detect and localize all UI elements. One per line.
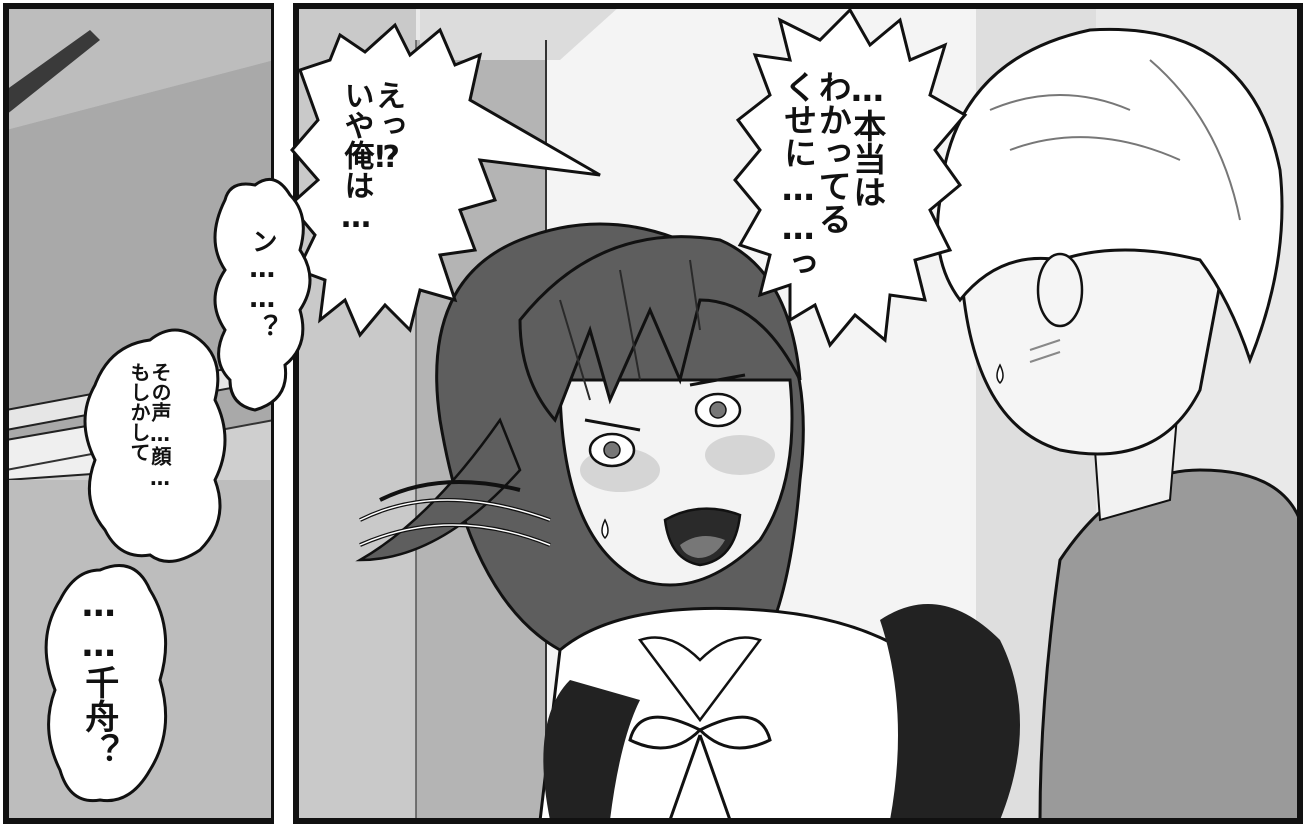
speech-balloon-wavy bbox=[44, 564, 168, 803]
speech-balloon-spiky bbox=[287, 22, 601, 338]
dialogue-ette-ore: えっ⁉ いや俺は… bbox=[338, 80, 406, 235]
character-girl bbox=[355, 222, 1020, 823]
speech-balloon-wavy bbox=[213, 177, 312, 412]
speech-balloon-wavy bbox=[83, 328, 227, 563]
dialogue-n-question: ン……？ bbox=[247, 228, 278, 340]
dialogue-hontou-wa: …本当は わかってる くせに……っ bbox=[778, 70, 887, 280]
dialogue-sono-koe: その声…顔… もしかして bbox=[127, 362, 172, 490]
dialogue-chifune: ……千舟？ bbox=[78, 585, 119, 767]
speech-balloon-spiky bbox=[733, 7, 968, 348]
character-boy bbox=[936, 27, 1302, 823]
